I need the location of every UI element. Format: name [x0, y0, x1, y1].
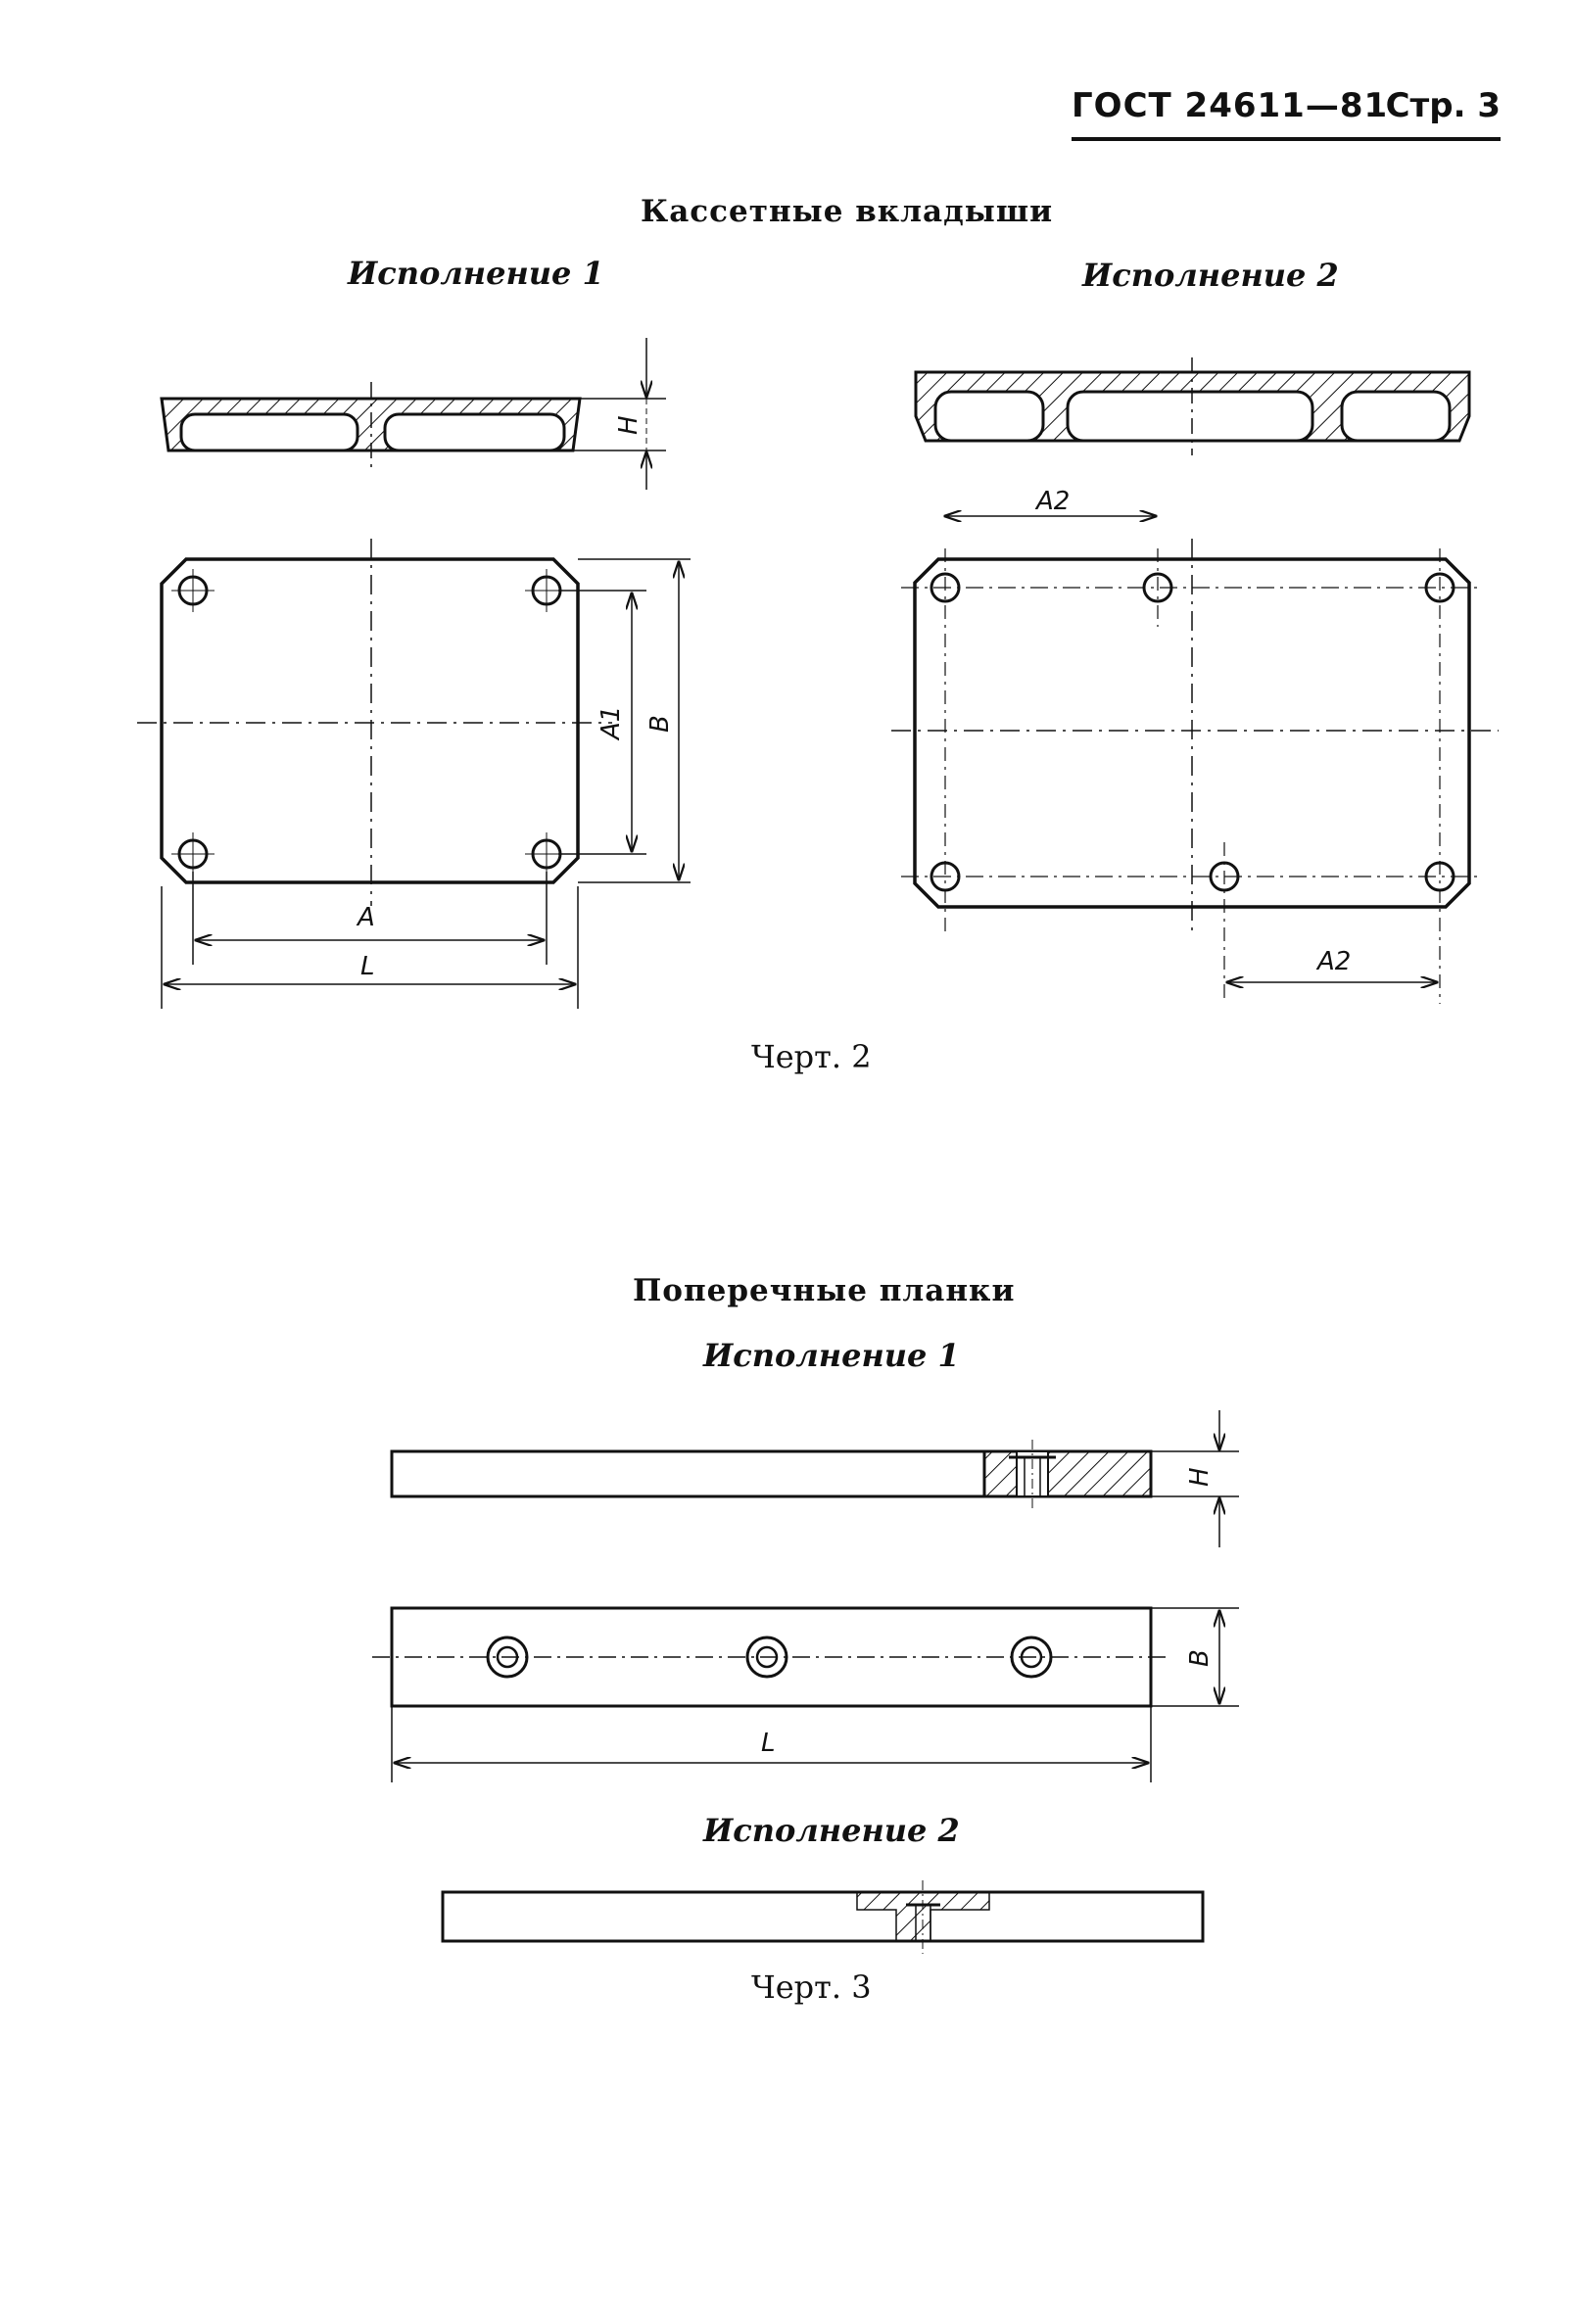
bolt-hole	[1010, 1636, 1053, 1679]
dim-label-a2-bottom: A2	[1315, 947, 1351, 976]
insert-v1-section-view	[160, 338, 666, 490]
section-title-cross-bars: Поперечные планки	[633, 1273, 1016, 1308]
dim-label-a1: A1	[596, 706, 626, 741]
bolt-hole	[745, 1636, 788, 1679]
page-header: ГОСТ 24611—81 Стр. 3	[1072, 86, 1501, 149]
dim-label-a2-top: A2	[1034, 487, 1070, 516]
variant-2-label: Исполнение 2	[1082, 257, 1339, 294]
dim-label-length-v1: L	[360, 952, 375, 981]
bar-dim-label-height: H	[1185, 1467, 1215, 1487]
bar-v1-plan-view	[372, 1606, 1239, 1782]
hole	[930, 572, 961, 603]
dim-label-a: A	[356, 903, 375, 932]
variant-1-label: Исполнение 1	[348, 255, 604, 292]
insert-v2-plan-view	[891, 516, 1499, 1004]
bar-v2-section-view	[441, 1880, 1205, 1954]
insert-v1-plan-view	[137, 539, 691, 1009]
bolt-hole	[486, 1636, 529, 1679]
insert-v2-section-view	[914, 357, 1471, 455]
bar-dim-label-width: B	[1185, 1649, 1215, 1667]
dim-label-width-v1: B	[645, 715, 675, 733]
hole	[1142, 572, 1173, 603]
drawing-caption-3: Черт. 3	[751, 1968, 872, 2006]
page-number: Стр. 3	[1385, 86, 1501, 125]
bar-variant-2-label: Исполнение 2	[703, 1812, 960, 1849]
hole	[1424, 572, 1455, 603]
standard-number: ГОСТ 24611—81	[1072, 86, 1389, 125]
bar-dim-label-length: L	[761, 1729, 776, 1758]
bar-variant-1-label: Исполнение 1	[703, 1337, 960, 1374]
bar-v1-section-view	[390, 1410, 1239, 1547]
dim-label-height-v1: H	[614, 415, 644, 435]
header-rule	[1072, 137, 1501, 141]
section-title-cassette-inserts: Кассетные вкладыши	[641, 194, 1054, 229]
drawing-caption-2: Черт. 2	[751, 1038, 872, 1075]
